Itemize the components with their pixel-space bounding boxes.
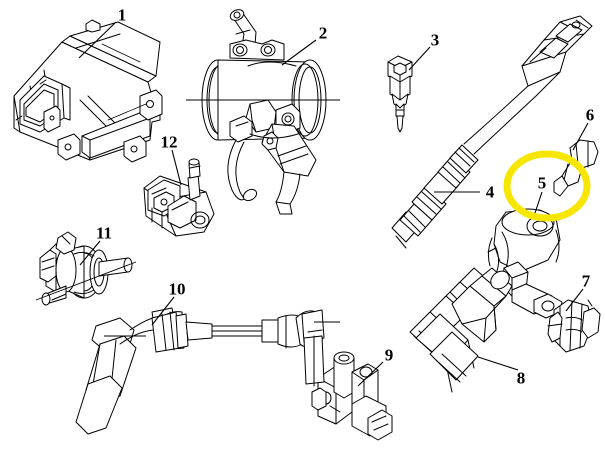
callout-label-12: 12 xyxy=(160,132,178,152)
callout-label-7: 7 xyxy=(581,271,591,291)
part-camshaft-position-sensor xyxy=(35,231,137,306)
callout-label-6: 6 xyxy=(585,105,595,125)
callout-label-10: 10 xyxy=(168,279,186,299)
callout-leader-1 xyxy=(78,21,117,59)
callout-label-2: 2 xyxy=(318,23,328,43)
callout-leader-6 xyxy=(572,122,589,151)
callout-leader-2 xyxy=(281,39,317,66)
callout-leader-3 xyxy=(408,46,431,71)
callout-leader-12 xyxy=(171,149,182,186)
part-oxygen-sensor xyxy=(391,15,593,249)
callout-label-8: 8 xyxy=(516,368,526,388)
callout-label-9: 9 xyxy=(384,345,394,365)
part-purge-control-valve xyxy=(311,351,393,441)
part-fuel-injector xyxy=(409,267,513,393)
callout-label-1: 1 xyxy=(117,5,127,25)
callout-leader-7 xyxy=(565,288,584,312)
callout-label-4: 4 xyxy=(485,182,495,202)
part-coolant-temperature-sensor xyxy=(387,55,413,133)
highlight-ellipse-part-5 xyxy=(503,150,591,222)
callout-leader-11 xyxy=(79,240,101,266)
callout-leader-lines xyxy=(78,21,589,387)
callout-label-3: 3 xyxy=(430,30,440,50)
callout-label-5: 5 xyxy=(537,173,547,193)
callout-leader-8 xyxy=(477,356,519,371)
part-engine-control-unit xyxy=(13,19,163,163)
part-air-flow-meter xyxy=(186,9,340,215)
part-ignition-coil xyxy=(487,208,563,319)
callout-leader-10 xyxy=(151,296,175,326)
callout-leader-9 xyxy=(357,361,384,387)
part-knock-sensor xyxy=(547,299,601,353)
callout-leader-5 xyxy=(533,191,543,217)
callout-label-11: 11 xyxy=(95,223,113,243)
part-throttle-position-sensor xyxy=(143,158,215,237)
part-spark-plug-cable xyxy=(75,307,340,435)
